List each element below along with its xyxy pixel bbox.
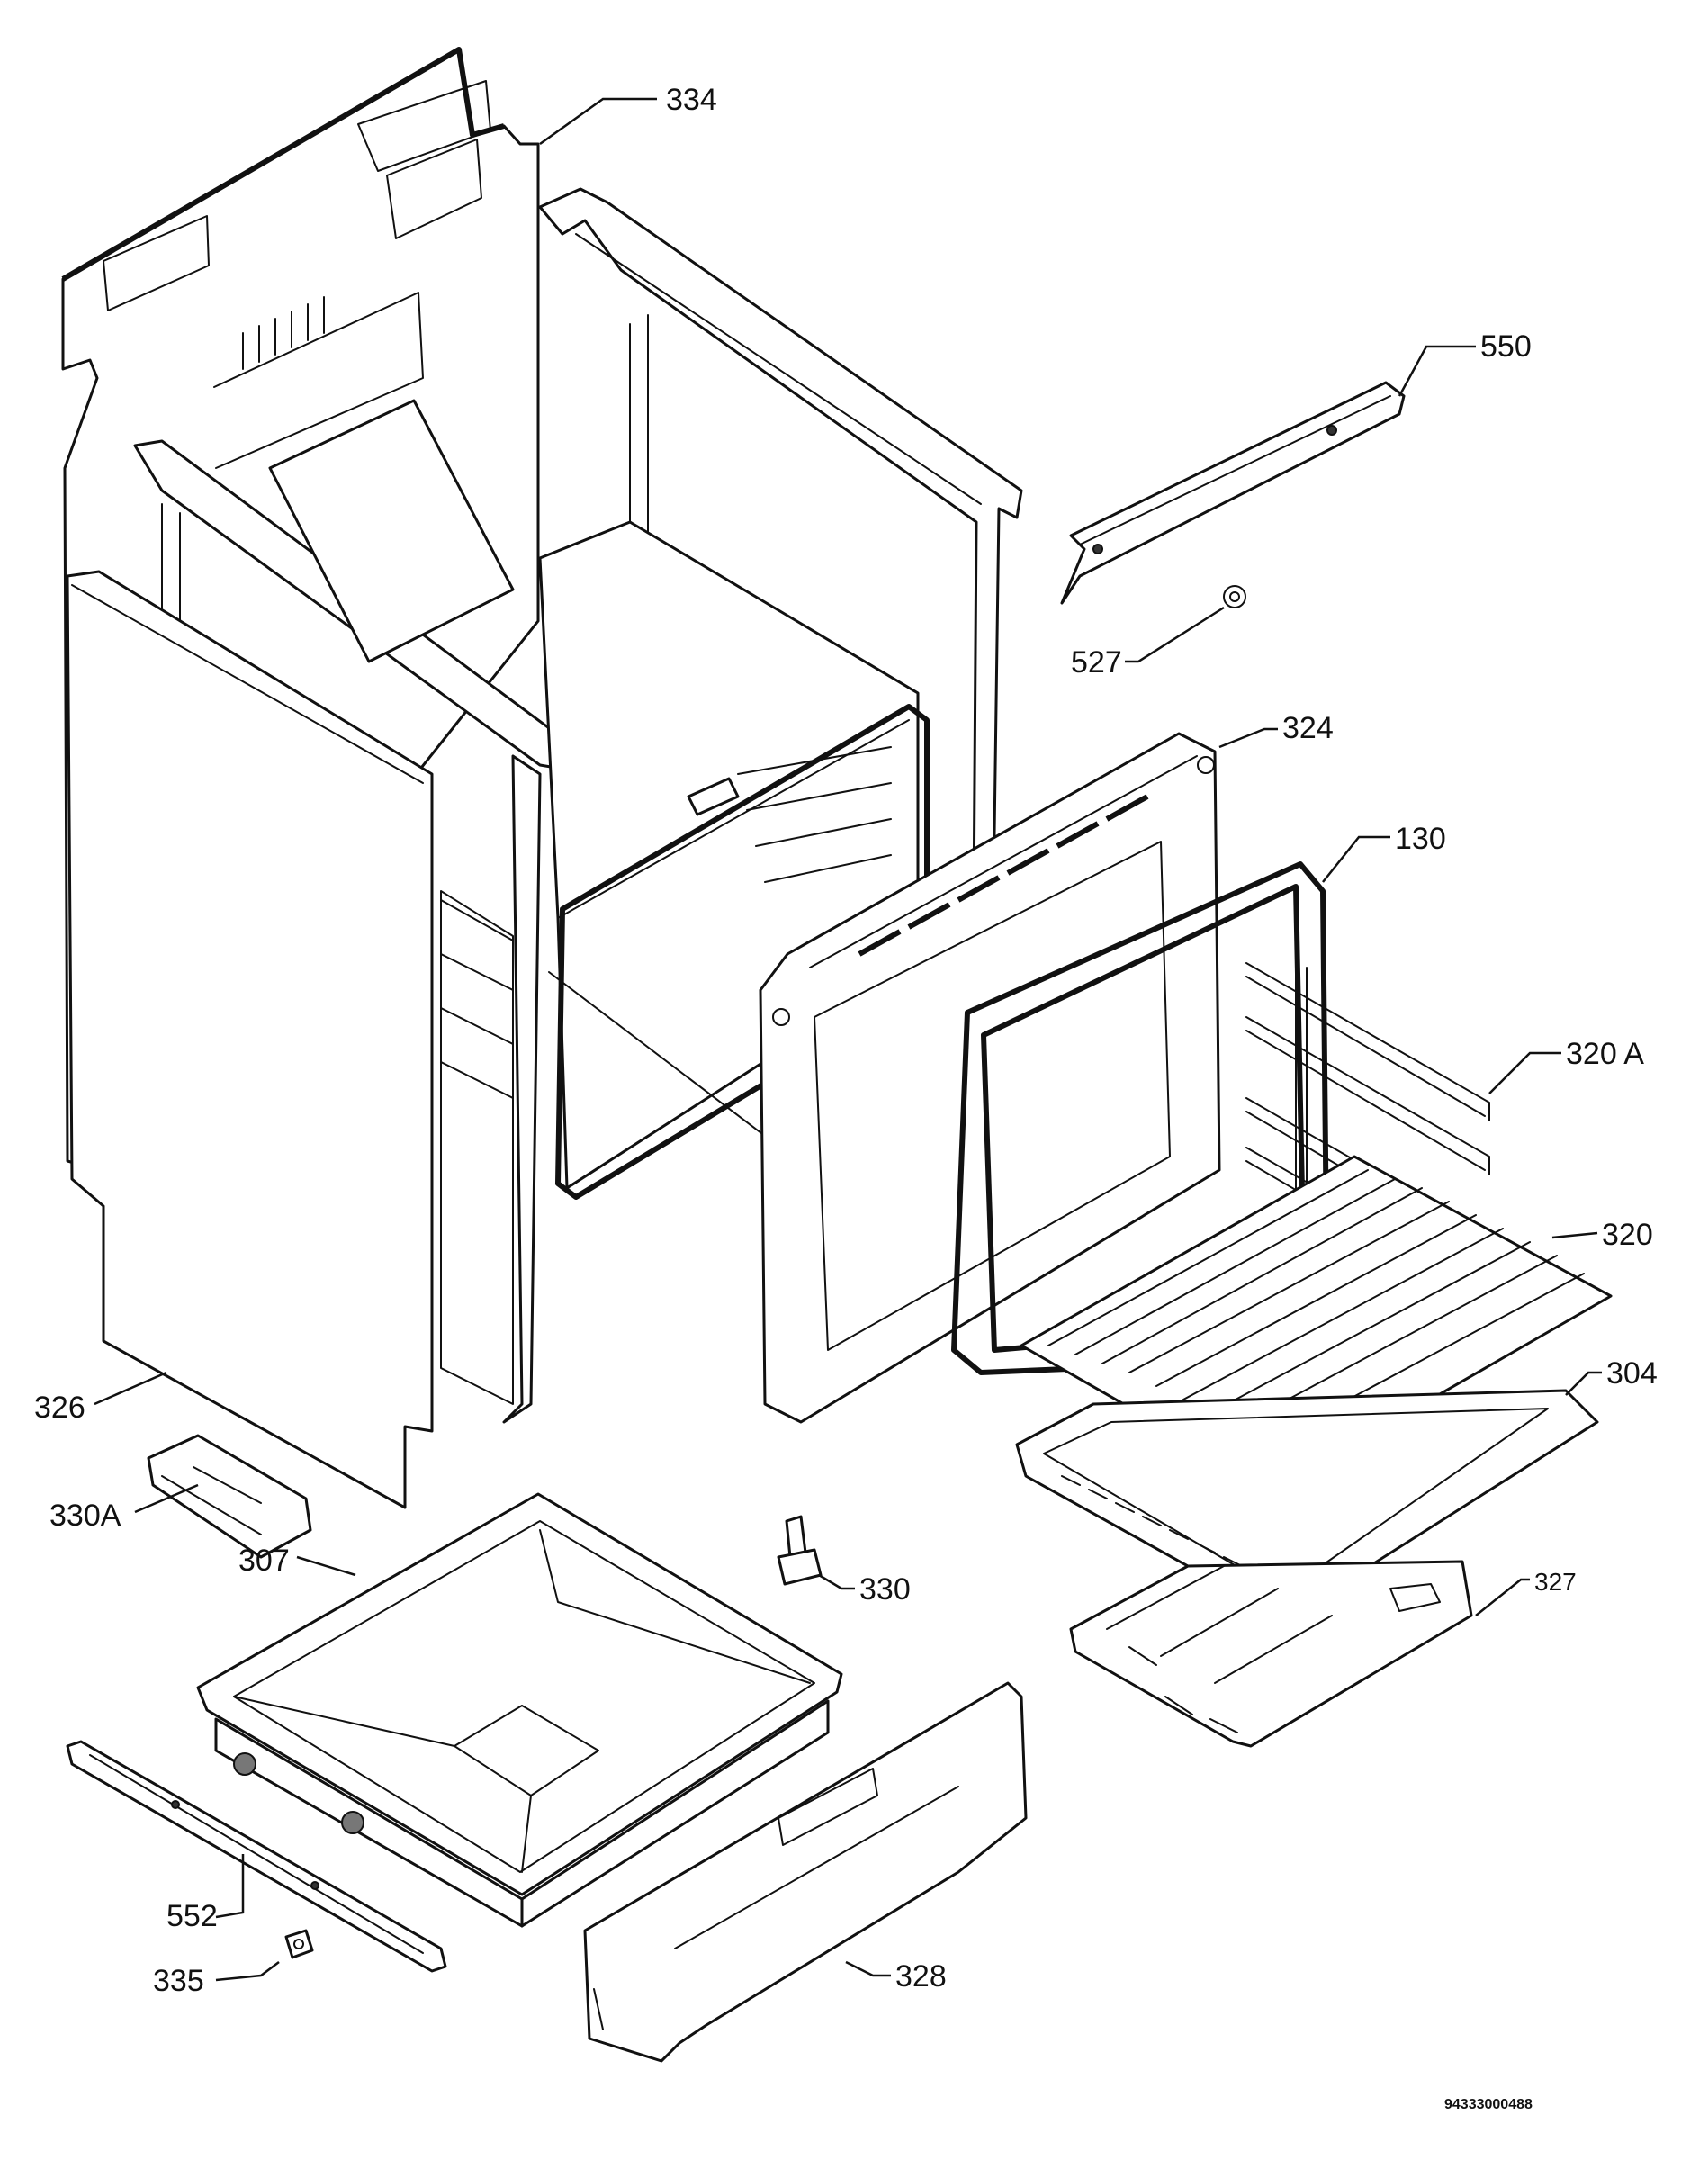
callout-330: 330 xyxy=(859,1572,911,1606)
callout-552: 552 xyxy=(166,1899,218,1933)
base-plate-327 xyxy=(1069,1560,1473,1748)
callout-327: 327 xyxy=(1534,1568,1577,1596)
callout-527: 527 xyxy=(1071,645,1122,680)
storage-drawer-307 xyxy=(196,1492,843,1928)
callout-550: 550 xyxy=(1480,329,1532,364)
callout-335: 335 xyxy=(153,1964,204,1998)
callout-304: 304 xyxy=(1606,1356,1658,1390)
drawer-front-328 xyxy=(583,1681,1028,2063)
document-code: 94333000488 xyxy=(1444,2097,1533,2112)
screw-335 xyxy=(284,1929,314,1959)
cavity-rack-runners xyxy=(737,746,892,883)
callout-324: 324 xyxy=(1282,711,1334,745)
vent-slots xyxy=(242,296,325,370)
drawer-runner-552 xyxy=(66,1740,447,1973)
side-panel-326 xyxy=(66,570,434,1509)
callout-326: 326 xyxy=(34,1390,85,1425)
leader-lines xyxy=(94,97,1602,1982)
front-frame-vent-slots xyxy=(858,794,1149,957)
callout-334: 334 xyxy=(666,83,717,117)
callout-320: 320 xyxy=(1602,1218,1653,1252)
drip-tray-304 xyxy=(1015,1389,1599,1617)
bolt-330 xyxy=(777,1515,823,1586)
heat-shield-550 xyxy=(1060,381,1406,605)
front-frame-324 xyxy=(759,732,1221,1424)
screw-527 xyxy=(1223,585,1246,608)
callout-130: 130 xyxy=(1395,822,1446,856)
bracket-330a xyxy=(147,1434,312,1559)
callout-330a: 330A xyxy=(49,1498,121,1533)
callout-320a: 320 A xyxy=(1566,1037,1644,1071)
callout-328: 328 xyxy=(895,1959,947,1994)
callout-labels: 334 550 527 324 130 320 A 320 304 326 33… xyxy=(34,83,1658,2112)
callout-307: 307 xyxy=(238,1544,290,1578)
